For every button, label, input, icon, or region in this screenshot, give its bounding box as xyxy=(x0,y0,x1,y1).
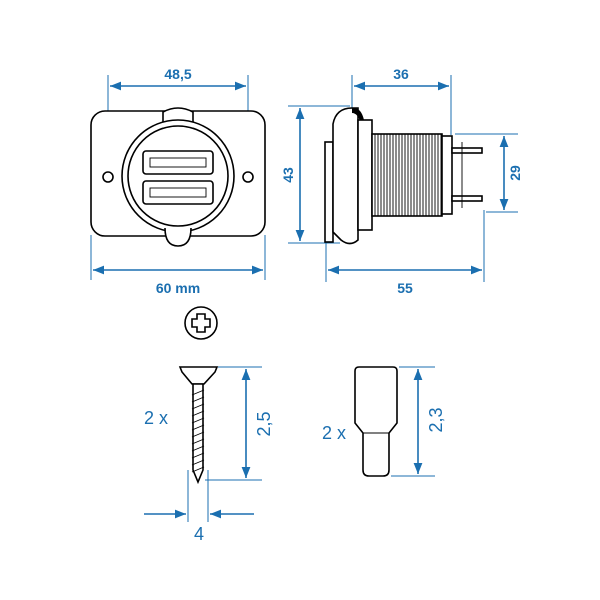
screw-thread-line xyxy=(191,396,205,403)
screw-head xyxy=(178,366,219,385)
screw-thread-line xyxy=(191,459,205,466)
cap-tab-top xyxy=(162,107,194,123)
terminal-drawing: 2 x 2,3 xyxy=(322,366,446,477)
phillips-screw-head-icon xyxy=(184,306,218,340)
flat-terminal xyxy=(354,366,398,477)
cap-tab-bottom xyxy=(164,227,192,247)
screw-thread-lines xyxy=(191,389,205,473)
collar xyxy=(357,119,373,231)
screw-thread-line xyxy=(191,431,205,438)
label-top-width: 48,5 xyxy=(164,66,191,82)
usb-port-upper-inner xyxy=(149,157,207,168)
screw-thread-line xyxy=(191,452,205,459)
rear-flange xyxy=(441,135,453,215)
screw-thread-line xyxy=(191,410,205,417)
terminal-quantity-label: 2 x xyxy=(322,423,346,443)
screw-diameter-label: 4 xyxy=(194,524,204,544)
terminal-pin-upper xyxy=(451,147,483,154)
cap-body xyxy=(332,107,359,245)
usb-port-upper xyxy=(142,150,214,175)
screw-thread-line xyxy=(191,424,205,431)
label-pin-height: 29 xyxy=(507,165,523,181)
terminal-pin-lower xyxy=(451,195,483,202)
label-top-depth: 36 xyxy=(393,66,409,82)
label-total-depth: 55 xyxy=(397,280,413,296)
thread-lines xyxy=(374,134,442,216)
usb-port-lower-inner xyxy=(149,187,207,198)
label-bottom-width: 60 mm xyxy=(156,280,200,296)
screw-thread-line xyxy=(191,403,205,410)
side-view: 36 43 29 55 xyxy=(280,66,523,296)
screw-thread-line xyxy=(191,438,205,445)
threaded-body xyxy=(371,133,443,217)
screw-quantity-label: 2 x xyxy=(144,408,168,428)
screw-thread-line xyxy=(191,466,205,473)
front-view: 48,5 60 mm xyxy=(90,66,266,296)
screw-length-label: 2,5 xyxy=(254,411,274,436)
label-height: 43 xyxy=(280,167,296,183)
screw-thread-line xyxy=(191,445,205,452)
screw-thread-line xyxy=(191,389,205,396)
flange-plate xyxy=(324,141,334,243)
terminal-length-label: 2,3 xyxy=(426,407,446,432)
screw-drawing: 2 x 2,5 4 xyxy=(144,366,274,544)
socket-ring-inner xyxy=(127,125,229,227)
screw-shank xyxy=(192,383,204,485)
screw-thread-line xyxy=(191,417,205,424)
usb-port-lower xyxy=(142,180,214,205)
screw-hole-left xyxy=(102,171,114,183)
screw-hole-right xyxy=(242,171,254,183)
